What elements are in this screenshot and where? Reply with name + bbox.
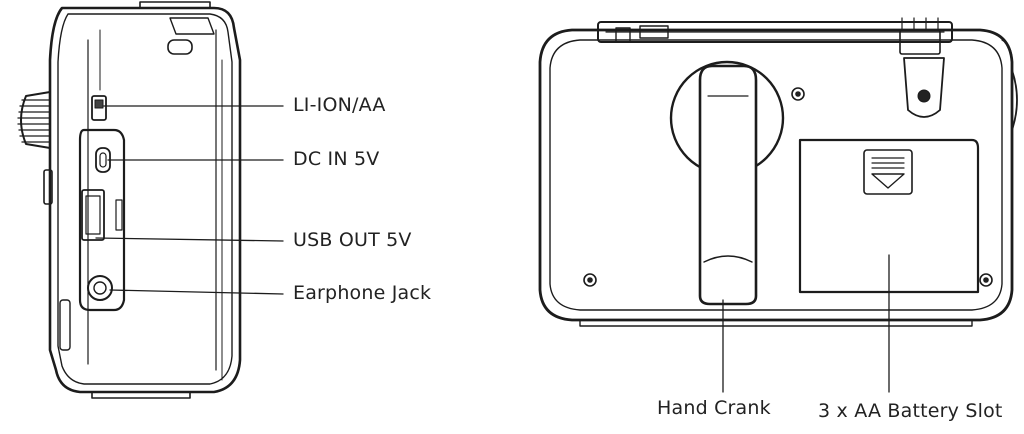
li-ion-aa-label: LI-ION/AA bbox=[293, 94, 386, 116]
earphone-jack-label: Earphone Jack bbox=[293, 282, 432, 304]
usb-out-label: USB OUT 5V bbox=[293, 229, 412, 251]
dc-in-label: DC IN 5V bbox=[293, 148, 380, 170]
hand-crank-label: Hand Crank bbox=[657, 397, 771, 419]
side-view-radio bbox=[17, 1, 242, 399]
side-callout-lines bbox=[95, 105, 284, 295]
battery-slot-label: 3 x AA Battery Slot bbox=[818, 400, 1003, 422]
back-callout-lines bbox=[722, 254, 890, 393]
back-view-radio bbox=[538, 17, 1018, 327]
